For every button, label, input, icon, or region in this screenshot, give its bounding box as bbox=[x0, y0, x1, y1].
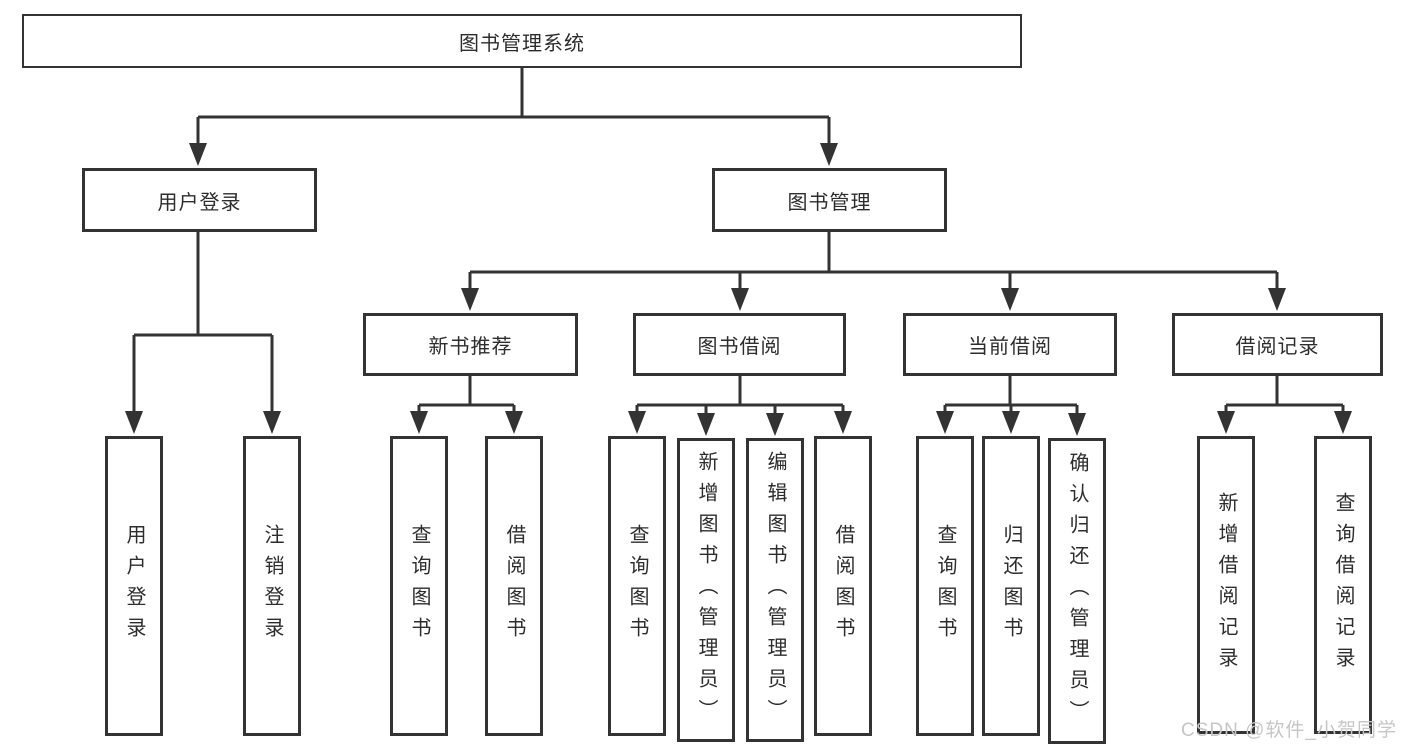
leaf-user-login-label: 用户登录 bbox=[123, 524, 145, 648]
leaf-recommend-borrow-books: 借阅图书 bbox=[485, 436, 543, 736]
node-book-management-branch: 图书管理 bbox=[712, 168, 947, 232]
leaf-borrowing-query-books-label: 查询图书 bbox=[626, 524, 648, 648]
leaf-records-add-record: 新增借阅记录 bbox=[1197, 436, 1255, 734]
leaf-recommend-borrow-books-label: 借阅图书 bbox=[503, 524, 525, 648]
leaf-borrowing-edit-books-admin: 编辑图书（管理员） bbox=[746, 438, 804, 742]
leaf-borrowing-borrow-books-label: 借阅图书 bbox=[832, 524, 854, 648]
leaf-records-add-record-label: 新增借阅记录 bbox=[1215, 492, 1237, 678]
node-root-label: 图书管理系统 bbox=[459, 32, 585, 55]
node-new-book-recommend: 新书推荐 bbox=[363, 313, 578, 376]
leaf-recommend-query-books: 查询图书 bbox=[390, 436, 448, 736]
node-borrowing-records: 借阅记录 bbox=[1172, 313, 1383, 376]
leaf-borrowing-borrow-books: 借阅图书 bbox=[814, 436, 872, 736]
node-new-book-recommend-label: 新书推荐 bbox=[428, 336, 513, 358]
leaf-current-confirm-return-admin: 确认归还（管理员） bbox=[1048, 438, 1106, 744]
node-user-login-branch-label: 用户登录 bbox=[157, 191, 242, 214]
leaf-current-return-books: 归还图书 bbox=[982, 436, 1040, 736]
leaf-current-query-books: 查询图书 bbox=[916, 436, 974, 736]
csdn-watermark: CSDN @软件_小贺同学 bbox=[1181, 720, 1397, 741]
leaf-borrowing-add-books-admin: 新增图书（管理员） bbox=[677, 438, 735, 742]
leaf-logout-label: 注销登录 bbox=[261, 524, 283, 648]
leaf-recommend-query-books-label: 查询图书 bbox=[408, 524, 430, 648]
leaf-borrowing-query-books: 查询图书 bbox=[608, 436, 666, 736]
leaf-records-query-record: 查询借阅记录 bbox=[1314, 436, 1372, 734]
leaf-user-login: 用户登录 bbox=[105, 436, 163, 736]
leaf-current-query-books-label: 查询图书 bbox=[934, 524, 956, 648]
node-current-borrowing-label: 当前借阅 bbox=[968, 336, 1052, 358]
leaf-current-confirm-return-admin-label: 确认归还（管理员） bbox=[1066, 451, 1088, 731]
node-book-borrowing: 图书借阅 bbox=[633, 313, 846, 376]
node-book-management-branch-label: 图书管理 bbox=[787, 191, 872, 214]
node-borrowing-records-label: 借阅记录 bbox=[1235, 336, 1320, 358]
node-book-borrowing-label: 图书借阅 bbox=[697, 336, 782, 358]
leaf-records-query-record-label: 查询借阅记录 bbox=[1332, 492, 1354, 678]
leaf-logout: 注销登录 bbox=[243, 436, 301, 736]
leaf-current-return-books-label: 归还图书 bbox=[1000, 524, 1022, 648]
leaf-borrowing-add-books-admin-label: 新增图书（管理员） bbox=[695, 450, 717, 730]
leaf-borrowing-edit-books-admin-label: 编辑图书（管理员） bbox=[764, 450, 786, 730]
node-root: 图书管理系统 bbox=[22, 14, 1022, 68]
node-current-borrowing: 当前借阅 bbox=[903, 313, 1117, 376]
arrowheads bbox=[125, 143, 1352, 436]
node-user-login-branch: 用户登录 bbox=[82, 168, 317, 232]
